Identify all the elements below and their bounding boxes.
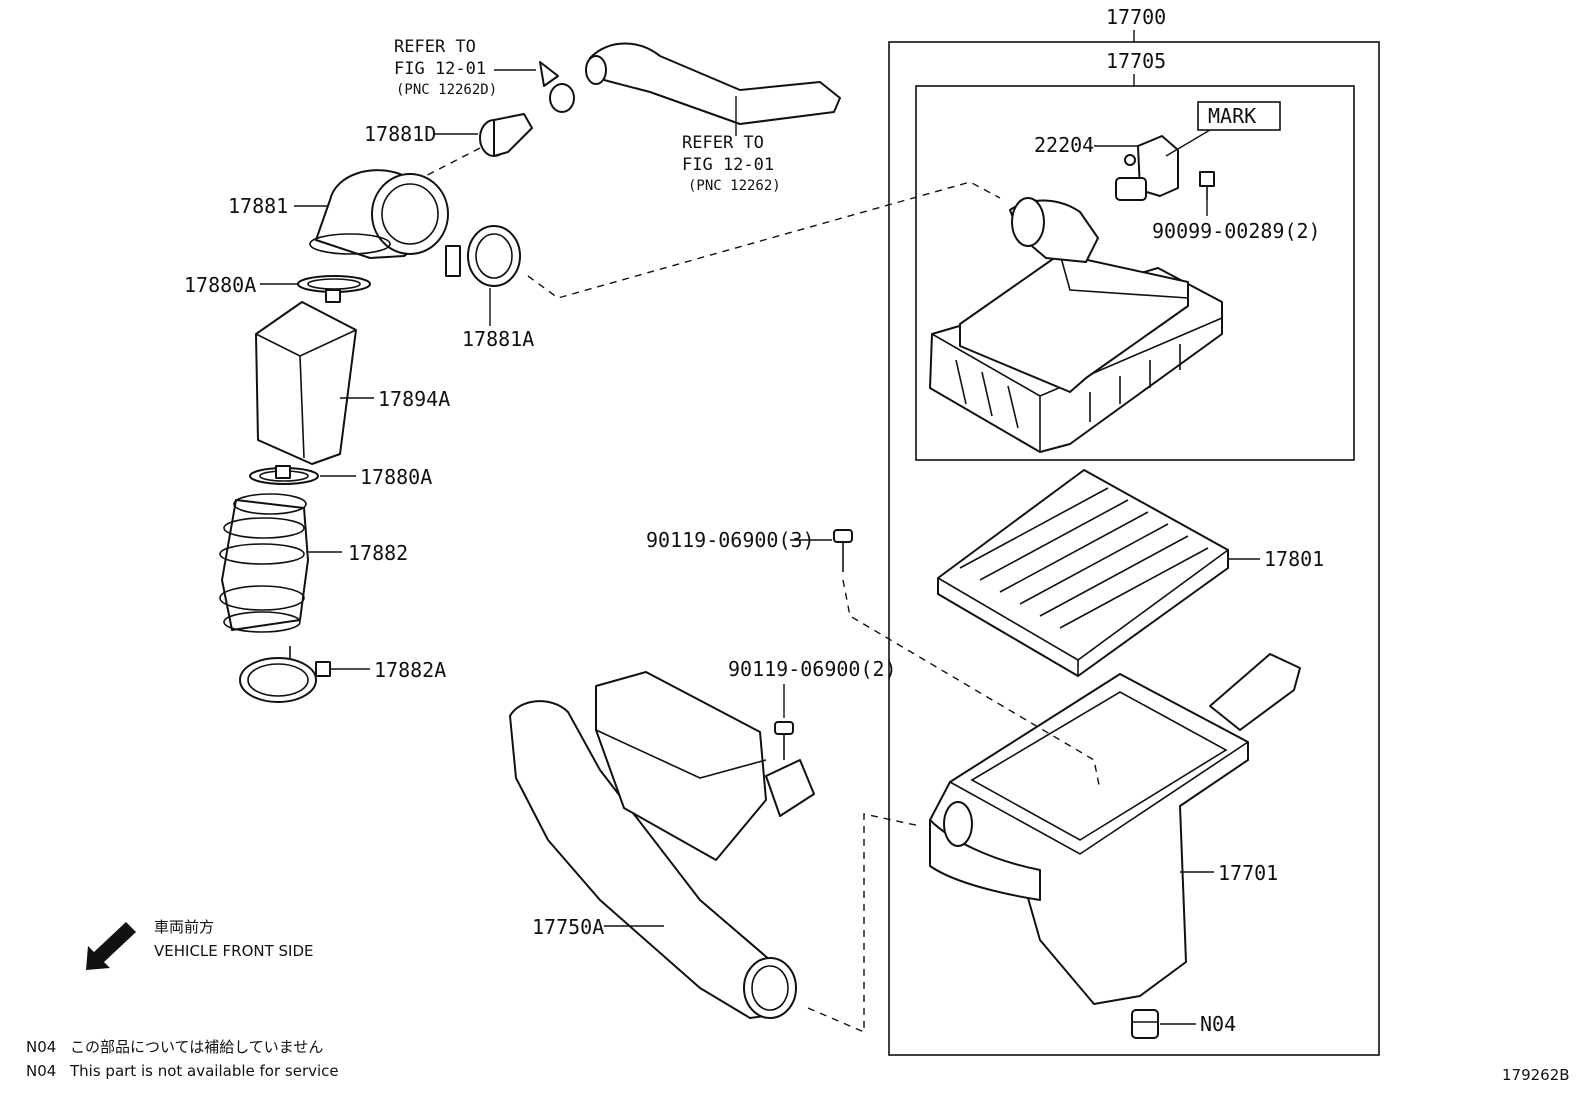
label-17882[interactable]: 17882 bbox=[348, 541, 408, 565]
label-17750a[interactable]: 17750A bbox=[532, 915, 604, 939]
small-clip[interactable] bbox=[539, 61, 575, 113]
air-filter-element[interactable] bbox=[937, 469, 1229, 677]
bolt-upper[interactable] bbox=[833, 529, 853, 572]
label-bolt-lower[interactable]: 90119-06900(2) bbox=[728, 657, 897, 681]
band-17880a-top[interactable] bbox=[297, 275, 371, 303]
label-17882a[interactable]: 17882A bbox=[374, 658, 446, 682]
label-17880a-top[interactable]: 17880A bbox=[184, 273, 256, 297]
refer-mid-line3: (PNC 12262) bbox=[688, 178, 781, 194]
label-17705[interactable]: 17705 bbox=[1106, 49, 1166, 73]
label-17700[interactable]: 17700 bbox=[1106, 5, 1166, 29]
label-17894a[interactable]: 17894A bbox=[378, 387, 450, 411]
clamp-17881a[interactable] bbox=[445, 225, 521, 287]
label-17880a-bottom[interactable]: 17880A bbox=[360, 465, 432, 489]
label-17881d[interactable]: 17881D bbox=[364, 122, 436, 146]
note-jp: この部品については補給していません bbox=[70, 1038, 323, 1056]
vent-hose[interactable] bbox=[585, 42, 841, 125]
label-17881[interactable]: 17881 bbox=[228, 194, 288, 218]
pipe-17881d[interactable] bbox=[479, 113, 533, 157]
label-bolt-upper[interactable]: 90119-06900(3) bbox=[646, 528, 815, 552]
note-code-en: N04 bbox=[26, 1062, 56, 1080]
hose-17882[interactable] bbox=[219, 493, 309, 633]
grommet-n04[interactable] bbox=[1131, 1009, 1159, 1039]
dashline-inlet bbox=[807, 813, 921, 1034]
note-en: This part is not available for service bbox=[69, 1062, 339, 1080]
clamp-17882a[interactable] bbox=[239, 646, 331, 703]
air-cleaner-case[interactable] bbox=[929, 653, 1301, 1005]
label-17881a[interactable]: 17881A bbox=[462, 327, 534, 351]
refer-mid-line2: FIG 12-01 bbox=[682, 155, 774, 175]
air-inlet-duct[interactable] bbox=[509, 671, 815, 1019]
hose-17881[interactable] bbox=[309, 169, 449, 259]
refer-mid-line1: REFER TO bbox=[682, 133, 764, 153]
figure-id: 179262B bbox=[1502, 1066, 1570, 1084]
dashline-bolt-upper bbox=[842, 579, 1101, 791]
resonator-17894a[interactable] bbox=[255, 301, 357, 465]
airflow-sensor[interactable] bbox=[1115, 135, 1179, 201]
refer-top-line3: (PNC 12262D) bbox=[396, 82, 497, 98]
label-17801[interactable]: 17801 bbox=[1264, 547, 1324, 571]
label-90099[interactable]: 90099-00289(2) bbox=[1152, 219, 1321, 243]
vehicle-front-jp: 車両前方 bbox=[154, 918, 214, 936]
bolt-lower[interactable] bbox=[774, 721, 794, 760]
band-17880a-bottom[interactable] bbox=[249, 465, 319, 485]
screw-90099[interactable] bbox=[1199, 171, 1215, 200]
label-n04[interactable]: N04 bbox=[1200, 1012, 1236, 1036]
label-17701[interactable]: 17701 bbox=[1218, 861, 1278, 885]
vehicle-front-en: VEHICLE FRONT SIDE bbox=[154, 942, 314, 960]
refer-top-line2: FIG 12-01 bbox=[394, 59, 486, 79]
mark-text: MARK bbox=[1208, 104, 1256, 128]
dashline-17881a bbox=[527, 181, 1001, 299]
cap-subassembly-box bbox=[915, 85, 1355, 461]
label-22204[interactable]: 22204 bbox=[1034, 133, 1094, 157]
front-arrow-icon bbox=[86, 922, 136, 970]
note-code-jp: N04 bbox=[26, 1038, 56, 1056]
refer-top-line1: REFER TO bbox=[394, 37, 476, 57]
mark-box bbox=[1197, 101, 1281, 131]
leader-mark bbox=[1165, 129, 1211, 157]
air-cleaner-cap[interactable] bbox=[929, 197, 1223, 453]
